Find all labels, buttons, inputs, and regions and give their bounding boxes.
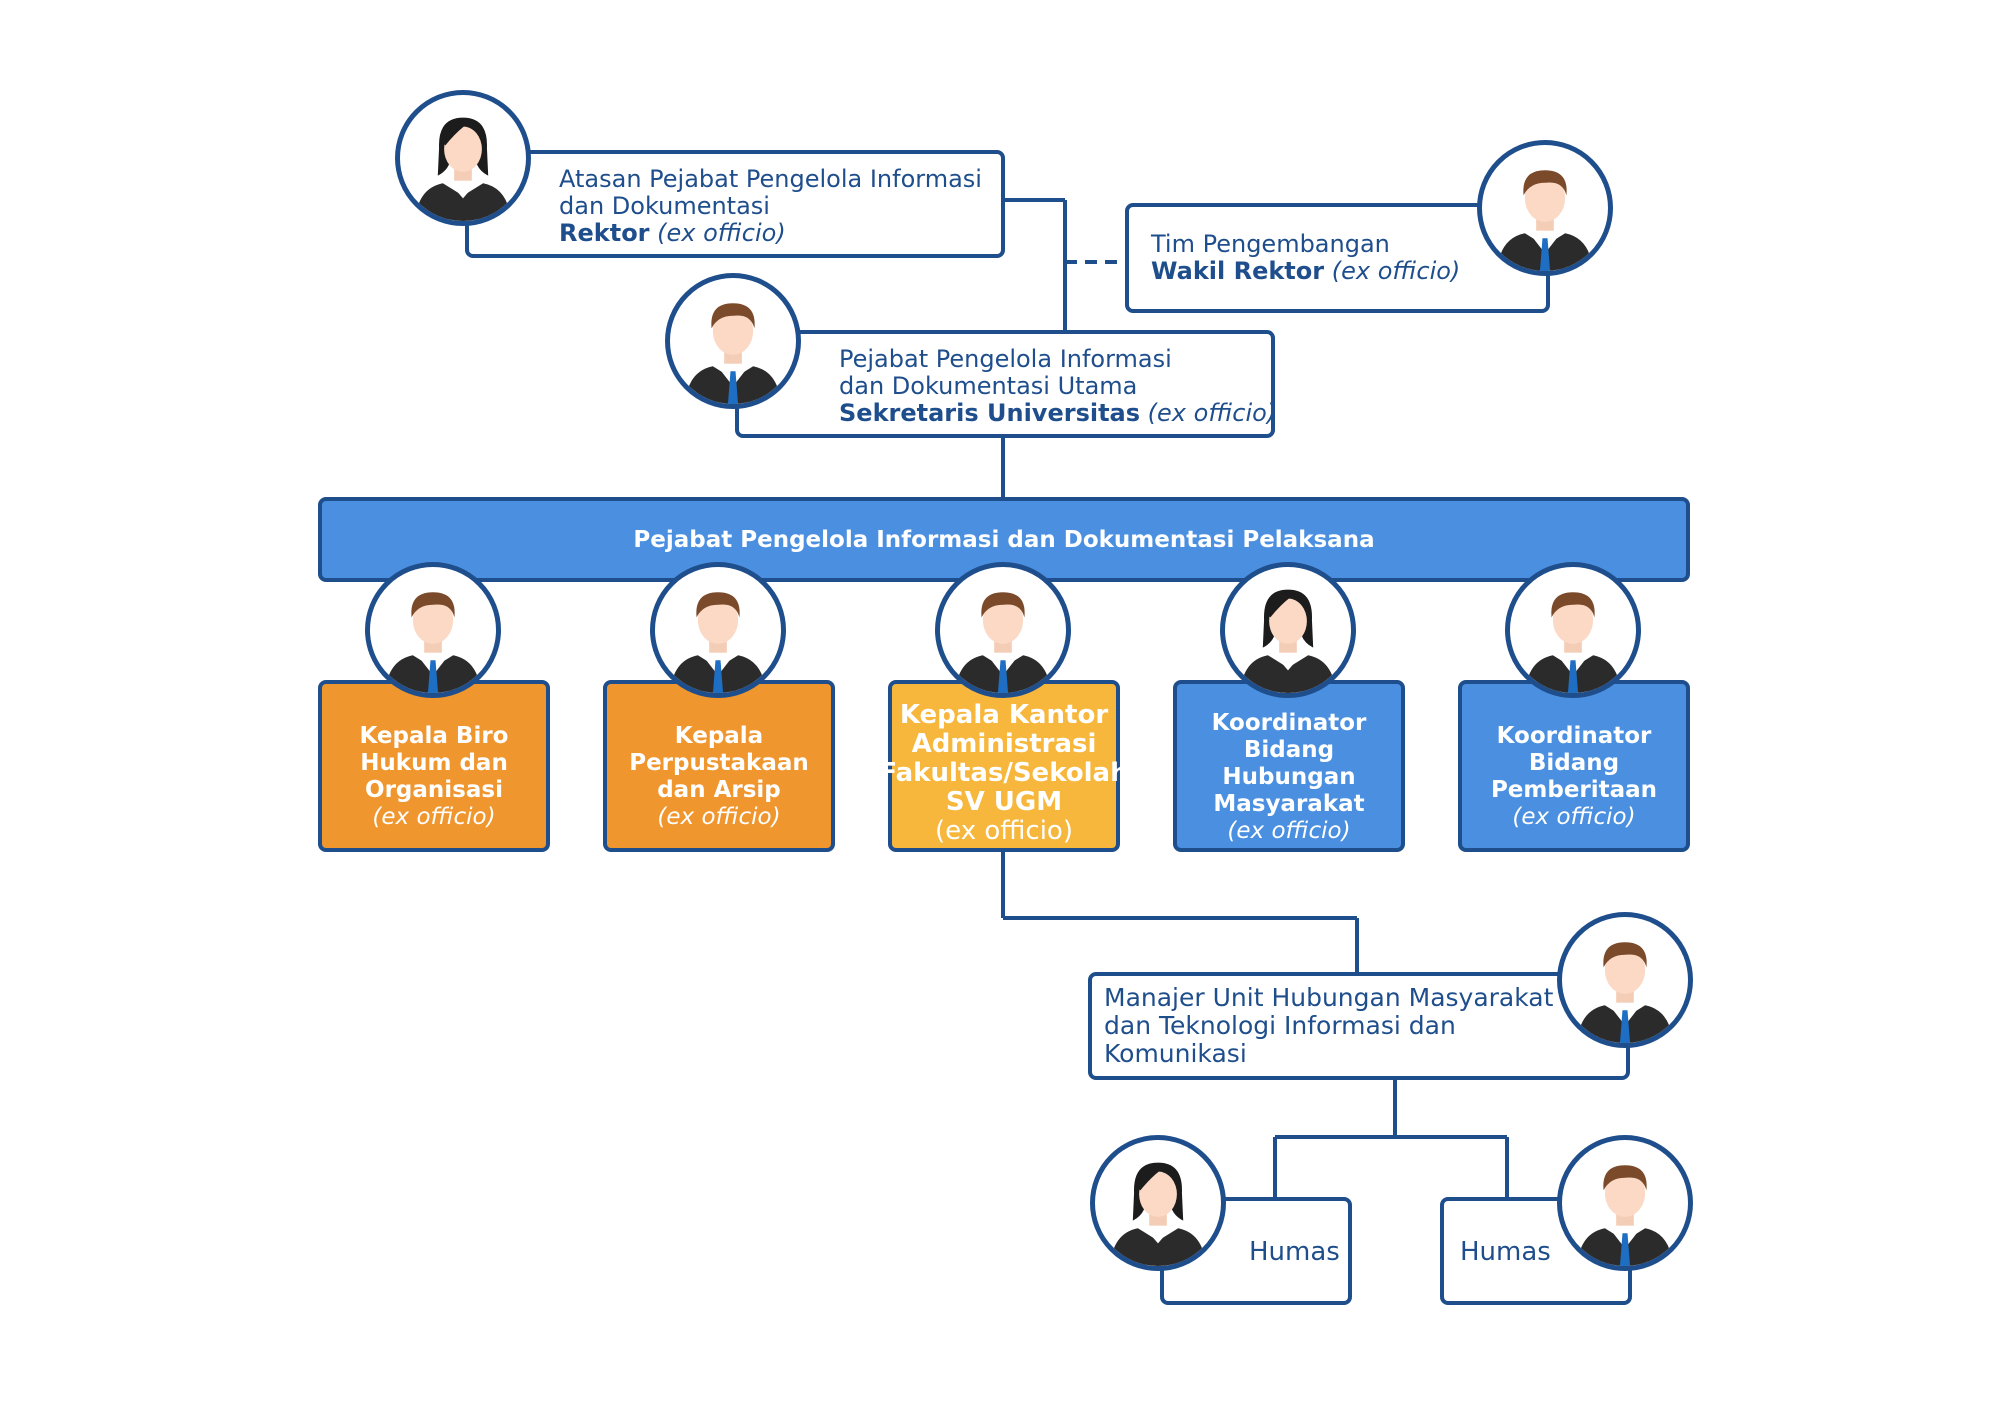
- avatar-male-icon: [935, 562, 1071, 698]
- unit-kantor-administrasi: Kepala Kantor Administrasi Fakultas/Seko…: [879, 680, 1129, 852]
- avatar-male-icon: [365, 562, 501, 698]
- unit-line: Bidang: [1528, 750, 1620, 776]
- utama-line2: dan Dokumentasi Utama: [839, 372, 1138, 400]
- avatar-female-icon: [395, 90, 531, 226]
- unit-suffix: (ex officio): [372, 804, 496, 830]
- unit-line: Administrasi: [911, 728, 1097, 759]
- avatar-female-icon: [1090, 1135, 1226, 1271]
- avatar-male-icon: [1477, 140, 1613, 276]
- unit-suffix: (ex officio): [1512, 804, 1636, 830]
- unit-biro-hukum: Kepala Biro Hukum dan Organisasi (ex off…: [318, 680, 550, 852]
- banner-label: Pejabat Pengelola Informasi dan Dokument…: [633, 526, 1375, 553]
- atasan-box: Atasan Pejabat Pengelola Informasi dan D…: [465, 150, 1005, 258]
- humas-label: Humas: [1460, 1237, 1551, 1267]
- avatar-female-icon: [1220, 562, 1356, 698]
- utama-line1: Pejabat Pengelola Informasi: [839, 345, 1172, 373]
- tim-line1: Tim Pengembangan: [1151, 230, 1390, 258]
- unit-line: Fakultas/Sekolah: [879, 757, 1129, 788]
- unit-line: Kepala Biro: [359, 723, 509, 749]
- atasan-line2: dan Dokumentasi: [559, 192, 770, 220]
- unit-pemberitaan: Koordinator Bidang Pemberitaan (ex offic…: [1458, 680, 1690, 852]
- manajer-line1: Manajer Unit Hubungan Masyarakat: [1104, 983, 1554, 1012]
- unit-line: Masyarakat: [1213, 790, 1365, 817]
- humas-label: Humas: [1249, 1237, 1340, 1267]
- unit-suffix: (ex officio): [1227, 817, 1351, 844]
- tim-suffix: (ex officio): [1331, 257, 1461, 285]
- unit-suffix: (ex officio): [657, 804, 781, 830]
- atasan-name: Rektor: [559, 219, 650, 247]
- unit-line: dan Arsip: [657, 777, 781, 803]
- unit-line: Hukum dan: [360, 750, 508, 776]
- unit-line: Bidang Hubungan: [1222, 736, 1356, 790]
- unit-line: SV UGM: [945, 786, 1063, 817]
- unit-perpustakaan: Kepala Perpustakaan dan Arsip (ex offici…: [603, 680, 835, 852]
- unit-line: Kepala Kantor: [899, 699, 1109, 730]
- unit-line: Koordinator: [1496, 723, 1652, 749]
- avatar-male-icon: [1505, 562, 1641, 698]
- manajer-box: Manajer Unit Hubungan Masyarakat dan Tek…: [1088, 972, 1630, 1080]
- avatar-male-icon: [1557, 1135, 1693, 1271]
- atasan-line1: Atasan Pejabat Pengelola Informasi: [559, 165, 982, 193]
- unit-line: Pemberitaan: [1490, 777, 1658, 803]
- utama-box: Pejabat Pengelola Informasi dan Dokument…: [735, 330, 1277, 438]
- unit-line: Organisasi: [365, 777, 503, 803]
- avatar-male-icon: [665, 273, 801, 409]
- manajer-line3: Komunikasi: [1104, 1039, 1247, 1068]
- atasan-suffix: (ex officio): [657, 219, 786, 247]
- unit-line: Kepala: [674, 723, 764, 749]
- manajer-line2: dan Teknologi Informasi dan: [1104, 1011, 1456, 1040]
- tim-name: Wakil Rektor: [1151, 257, 1325, 285]
- avatar-male-icon: [650, 562, 786, 698]
- unit-line: Koordinator: [1211, 709, 1367, 736]
- utama-suffix: (ex officio): [1147, 399, 1277, 427]
- utama-name: Sekretaris Universitas: [839, 399, 1141, 427]
- unit-line: Perpustakaan: [629, 750, 809, 776]
- unit-suffix: (ex officio): [935, 815, 1073, 846]
- avatar-male-icon: [1557, 912, 1693, 1048]
- unit-humas-koordinator: Koordinator Bidang Hubungan Masyarakat (…: [1173, 680, 1405, 852]
